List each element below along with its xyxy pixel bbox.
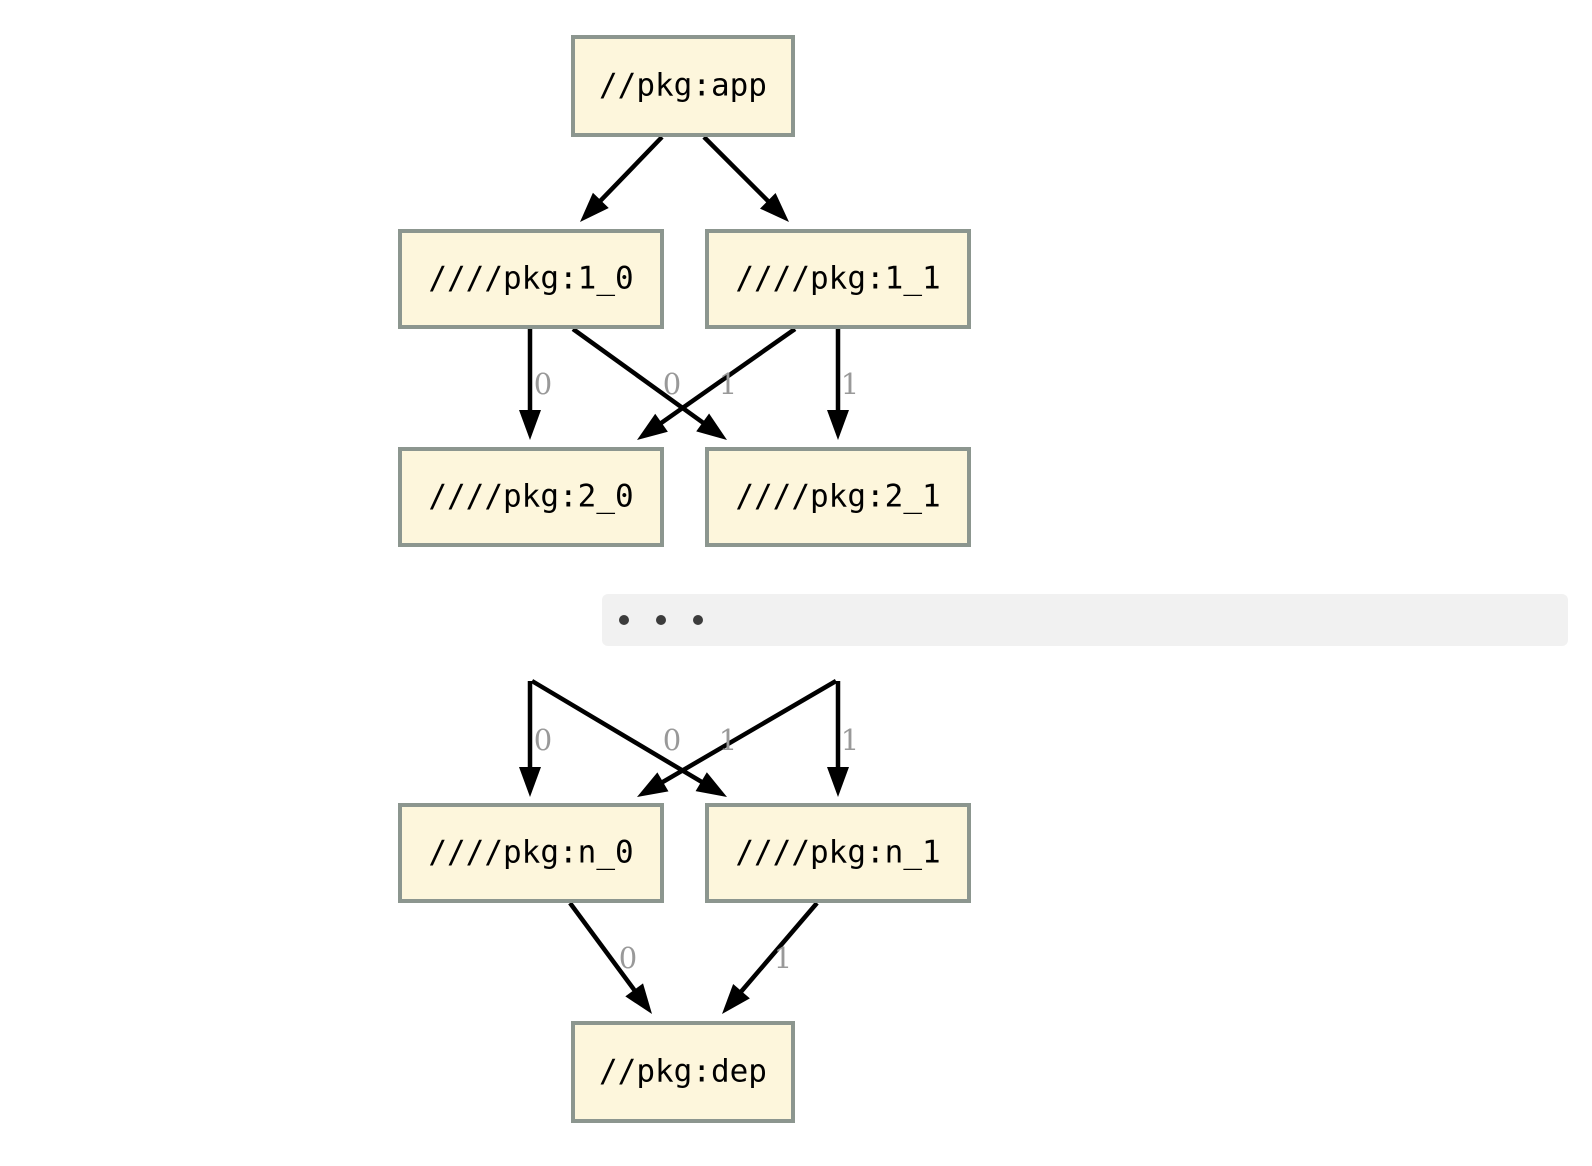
edge-arrowhead (625, 983, 652, 1014)
node-n2_0[interactable]: ////pkg:2_0 (398, 447, 664, 547)
node-box[interactable] (705, 803, 971, 903)
edge-label: 0 (663, 367, 681, 401)
edge-line (735, 901, 819, 998)
node-box[interactable] (571, 35, 795, 137)
edge-arrowhead (722, 984, 750, 1014)
edge-arrowhead (637, 413, 668, 440)
edge-cut-to-nn_0 (519, 681, 541, 797)
edge-n1_0-to-n2_1 (571, 327, 727, 440)
edge-line (656, 679, 838, 787)
edge-cut-to-nn_1 (827, 681, 849, 797)
node-nn_1[interactable]: ////pkg:n_1 (705, 803, 971, 903)
edge-arrowhead (760, 193, 789, 222)
node-label: ////pkg:1_0 (428, 261, 633, 297)
edge-line (702, 135, 774, 207)
edge-layer (519, 135, 849, 1014)
node-label: ////pkg:n_1 (735, 835, 940, 871)
edge-label: 0 (534, 723, 552, 757)
node-box[interactable] (398, 803, 664, 903)
node-box[interactable] (398, 447, 664, 547)
edge-label: 0 (534, 367, 552, 401)
edge-arrowhead (827, 767, 849, 797)
edge-line (571, 327, 709, 428)
node-layer: //pkg:app ////pkg:1_0 ////pkg:1_1 ////pkg:2… (398, 35, 971, 1123)
node-nn_0[interactable]: ////pkg:n_0 (398, 803, 664, 903)
ellipsis-dot-2 (693, 615, 703, 625)
edge-line (568, 901, 640, 997)
node-n1_0[interactable]: ////pkg:1_0 (398, 229, 664, 329)
edge-arrowhead (519, 410, 541, 440)
edge-line (530, 679, 708, 787)
node-app[interactable]: //pkg:app (571, 35, 795, 137)
node-n2_1[interactable]: ////pkg:2_1 (705, 447, 971, 547)
edge-cut-to-nn_1 (530, 679, 727, 797)
edge-nn_1-to-dep (722, 901, 819, 1014)
ellipsis-band (602, 594, 1568, 646)
node-box[interactable] (571, 1021, 795, 1123)
edge-label: 1 (719, 367, 737, 401)
edge-label: 1 (774, 941, 792, 975)
edge-label: 1 (841, 723, 859, 757)
edge-arrowhead (696, 413, 727, 440)
ellipsis-dot-1 (656, 615, 666, 625)
edge-n1_1-to-n2_1 (827, 329, 849, 440)
edge-arrowhead (580, 192, 609, 222)
node-box[interactable] (705, 447, 971, 547)
node-dep[interactable]: //pkg:dep (571, 1021, 795, 1123)
node-label: //pkg:dep (599, 1054, 767, 1090)
node-label: ////pkg:1_1 (735, 261, 940, 297)
node-n1_1[interactable]: ////pkg:1_1 (705, 229, 971, 329)
edge-cut-to-nn_0 (637, 679, 838, 797)
edge-nn_0-to-dep (568, 901, 652, 1014)
edge-line (595, 135, 664, 207)
node-box[interactable] (398, 229, 664, 329)
edge-arrowhead (637, 772, 669, 797)
edge-arrowhead (519, 767, 541, 797)
edge-arrowhead (695, 772, 727, 797)
ellipsis-dot-0 (619, 615, 629, 625)
edge-n1_1-to-n2_0 (637, 327, 797, 440)
edge-label: 0 (619, 941, 637, 975)
edge-line (655, 327, 797, 429)
edge-label: 1 (841, 367, 859, 401)
edge-label: 1 (719, 723, 737, 757)
node-box[interactable] (705, 229, 971, 329)
edge-app-to-n1_0 (580, 135, 664, 222)
edge-n1_0-to-n2_0 (519, 329, 541, 440)
ellipsis-separator (602, 594, 1568, 646)
node-label: //pkg:app (599, 68, 767, 104)
node-label: ////pkg:2_0 (428, 479, 633, 515)
node-label: ////pkg:n_0 (428, 835, 633, 871)
edge-label-layer: 0 0 1 1 0 0 1 1 0 1 (534, 367, 859, 975)
edge-arrowhead (827, 410, 849, 440)
edge-label: 0 (663, 723, 681, 757)
node-label: ////pkg:2_1 (735, 479, 940, 515)
edge-app-to-n1_1 (702, 135, 789, 222)
